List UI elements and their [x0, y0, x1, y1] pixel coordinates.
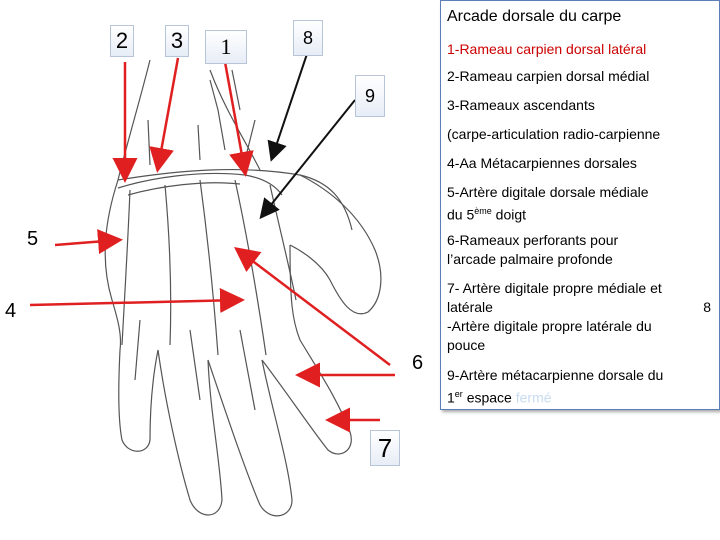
black-arrows — [259, 44, 356, 220]
legend-item-2: 2-Rameau carpien dorsal médial — [447, 68, 650, 84]
legend-item-5-line2: du 5ème doigt — [447, 203, 711, 224]
label-6: 6 — [412, 352, 424, 374]
legend-item-8-line1: -Artère digitale propre latérale du — [447, 318, 652, 334]
arrow-8 — [267, 44, 311, 162]
label-5: 5 — [27, 228, 39, 250]
legend-item-9-line1: 9-Artère métacarpienne dorsale du — [447, 367, 664, 383]
label-7-text: 7 — [377, 433, 393, 463]
arrow-9 — [259, 99, 356, 220]
legend-item-7-line2: latérale 8 — [447, 299, 711, 316]
label-3: 3 — [165, 25, 189, 57]
label-8-text: 8 — [302, 28, 313, 48]
legend-item-3: 3-Rameaux ascendants — [447, 97, 595, 113]
legend-item-7-line1: 7- Artère digitale propre médiale et — [447, 280, 662, 296]
label-1-text: 1 — [220, 34, 232, 59]
legend-item-3-detail: (carpe-articulation radio-carpienne — [447, 126, 661, 142]
arrow-6 — [234, 246, 391, 366]
label-1: 1 — [205, 30, 247, 64]
legend-item-4: 4-Aa Métacarpiennes dorsales — [447, 155, 637, 171]
label-2: 2 — [110, 25, 134, 57]
label-9-text: 9 — [364, 86, 375, 106]
arrow-3 — [149, 57, 180, 173]
label-3-text: 3 — [170, 28, 184, 53]
legend-item-7-num: 8 — [703, 299, 711, 315]
legend-item-1: 1-Rameau carpien dorsal latéral — [447, 41, 647, 57]
legend-panel: Arcade dorsale du carpe 1-Rameau carpien… — [440, 0, 720, 410]
hand-drawing — [104, 59, 382, 517]
label-9: 9 — [355, 75, 385, 117]
arrow-5 — [54, 229, 123, 255]
arrow-1 — [223, 61, 254, 177]
red-arrows — [29, 57, 395, 433]
legend-item-5-sup: ème — [474, 206, 492, 216]
label-4: 4 — [5, 300, 17, 322]
legend-item-5-post: doigt — [491, 206, 527, 223]
legend-item-9-sup: er — [454, 389, 463, 399]
label-7: 7 — [370, 430, 400, 466]
label-2-text: 2 — [115, 28, 129, 53]
legend-item-9-post: espace — [462, 389, 516, 406]
legend-item-9-faint: fermé — [515, 389, 552, 406]
legend-item-9-line2: 1er espace fermé — [447, 386, 711, 407]
legend-item-7-text: latérale — [447, 299, 493, 315]
legend-item-5-line1: 5-Artère digitale dorsale médiale — [447, 184, 649, 200]
legend-item-6-line1: 6-Rameaux perforants pour — [447, 232, 619, 248]
legend-item-8-line2: pouce — [447, 337, 486, 353]
arrow-4 — [29, 287, 245, 313]
legend-item-9-pre: 1 — [447, 389, 455, 406]
legend-title: Arcade dorsale du carpe — [447, 8, 622, 25]
label-8: 8 — [293, 20, 323, 56]
legend-item-5-pre: du 5 — [447, 206, 475, 223]
legend-item-6-line2: l’arcade palmaire profonde — [447, 251, 613, 267]
